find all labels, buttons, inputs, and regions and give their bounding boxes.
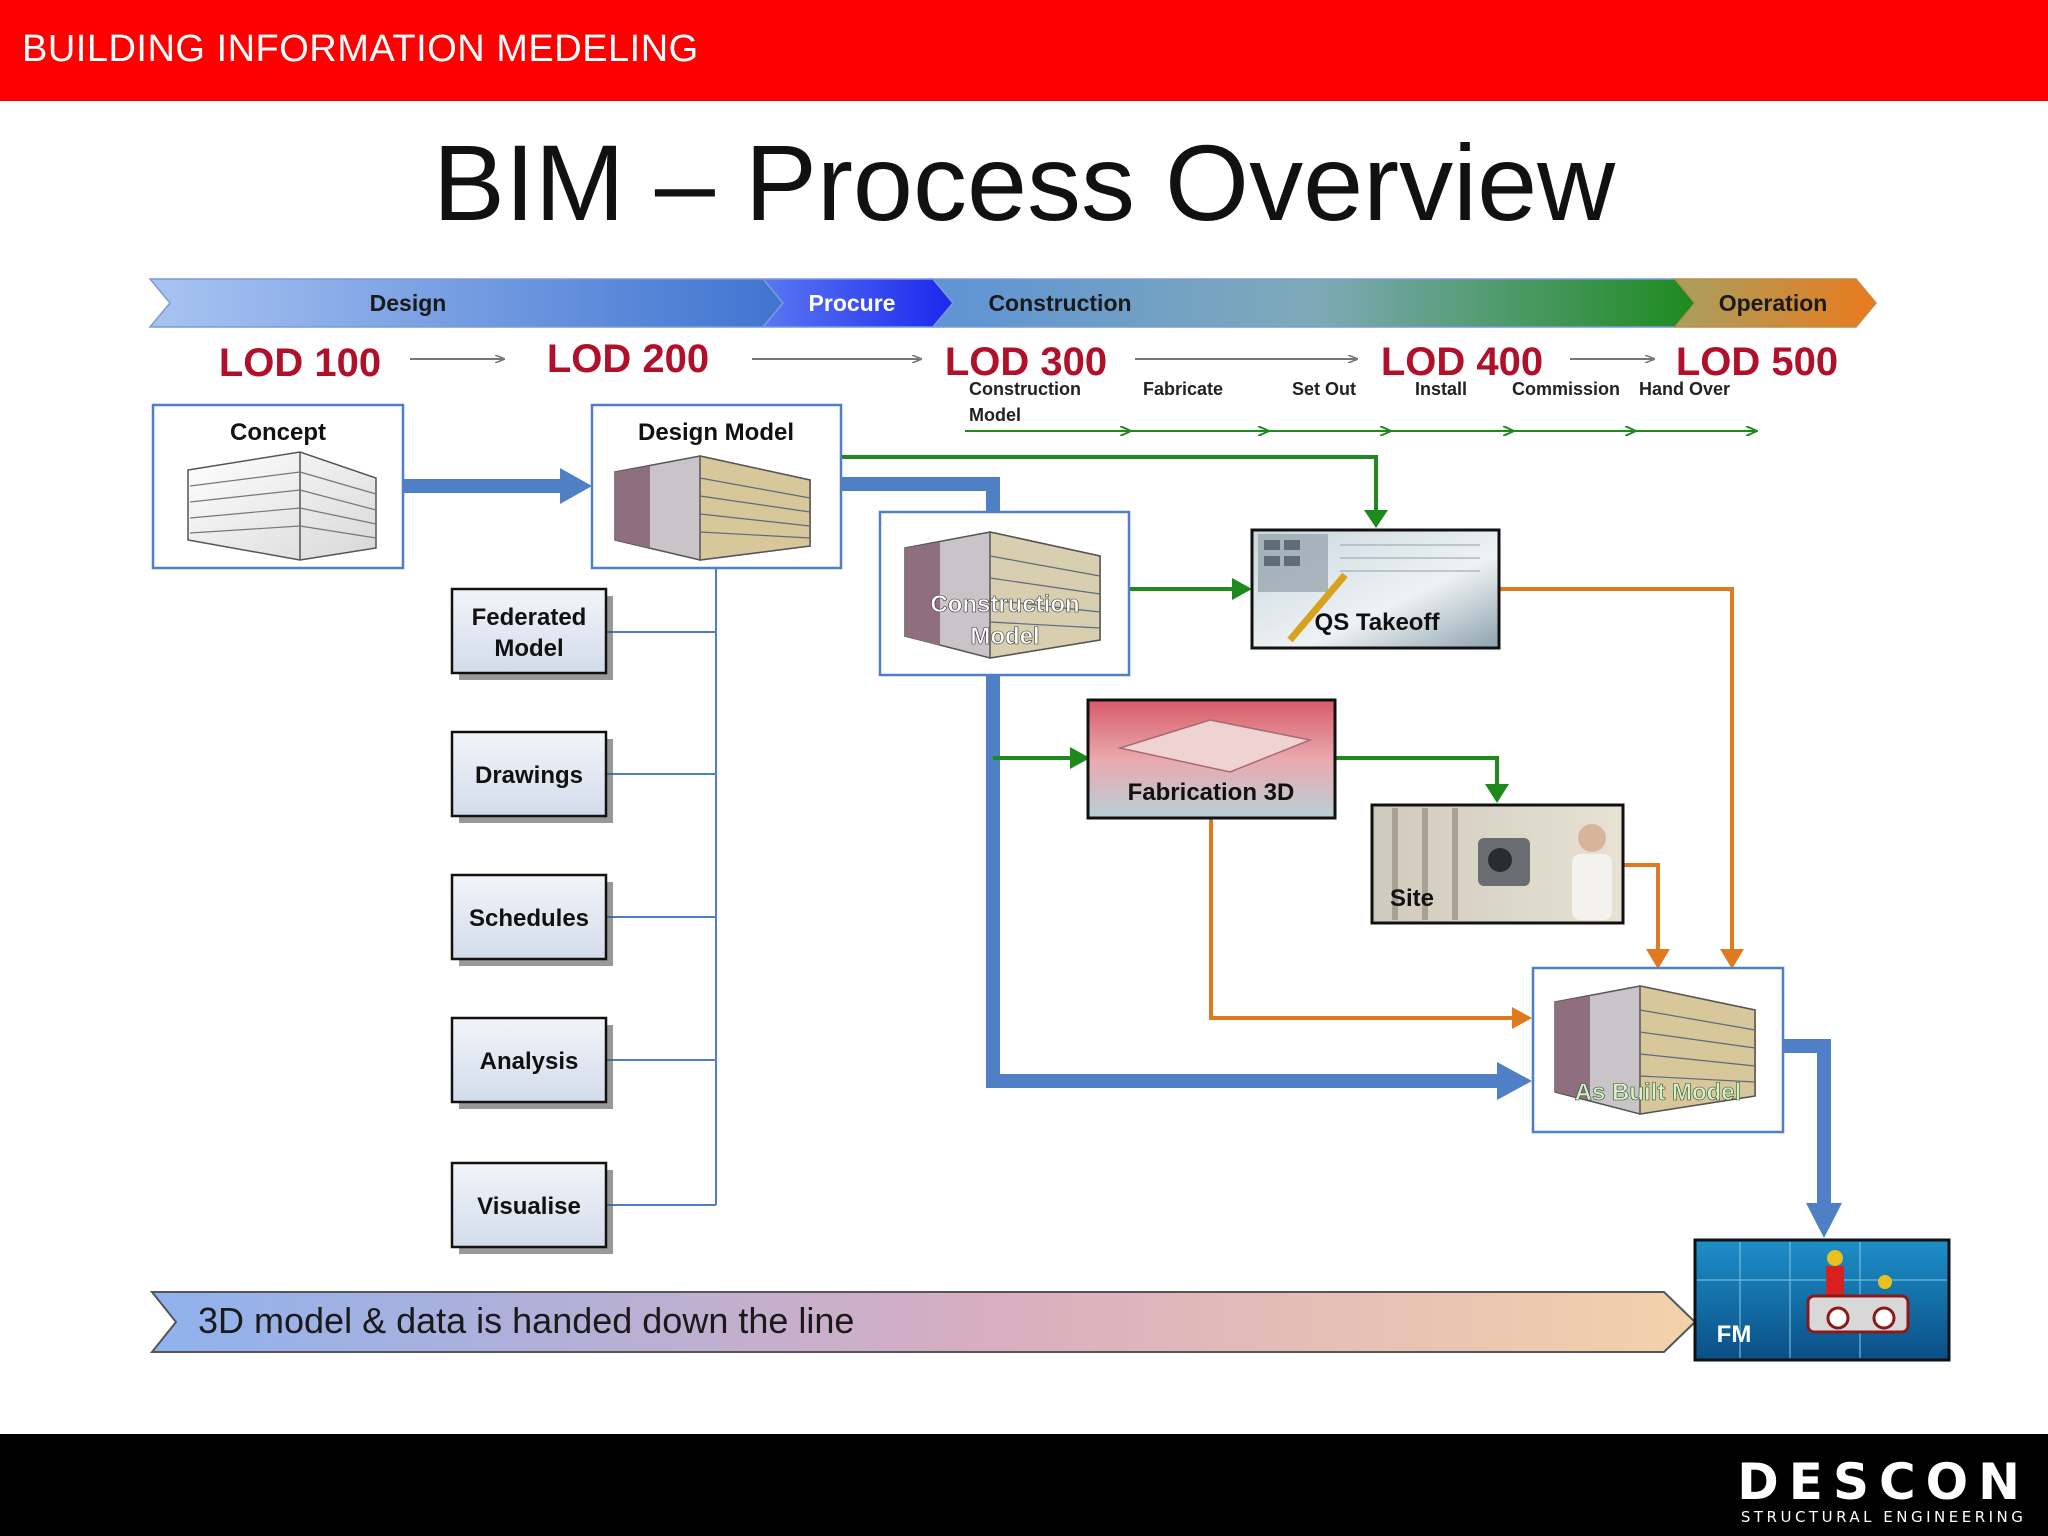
lod-500: LOD 500 — [1676, 340, 1838, 384]
pencil-icon — [1287, 572, 1348, 643]
stage-install: Install — [1415, 379, 1467, 399]
footer-bar — [0, 1434, 2048, 1536]
federated-model-box: Federated Model — [450, 587, 613, 680]
lod-300: LOD 300 — [945, 340, 1107, 384]
as-built-building-icon — [1554, 985, 1756, 1115]
phase-procure-label: Procure — [809, 290, 896, 316]
construction-model-node: Construction Model — [878, 510, 1131, 677]
concept-node: Concept — [151, 403, 405, 570]
logo-tagline: STRUCTURAL ENGINEERING — [1740, 1508, 2027, 1526]
fabrication-3d-node: Fabrication 3D — [1086, 698, 1337, 820]
lod-400: LOD 400 — [1381, 340, 1543, 384]
concept-label: Concept — [230, 419, 326, 446]
analysis-label: Analysis — [480, 1048, 579, 1075]
construction-model-label-line2: Model — [970, 623, 1039, 650]
header-title: BUILDING INFORMATION MEDELING — [22, 28, 699, 70]
lod-100: LOD 100 — [219, 341, 381, 385]
as-built-model-node: As Built Model — [1531, 966, 1785, 1134]
stage-set-out: Set Out — [1292, 379, 1356, 399]
visualise-label: Visualise — [477, 1193, 581, 1220]
as-built-model-label: As Built Model — [1575, 1079, 1742, 1106]
lod-200: LOD 200 — [547, 337, 709, 381]
stage-commission: Commission — [1512, 379, 1620, 399]
construction-model-label-line1: Construction — [930, 591, 1079, 618]
phase-design-label: Design — [370, 290, 447, 316]
concept-building-icon — [187, 451, 377, 561]
stage-row: Construction Model Fabricate Set Out Ins… — [965, 379, 1756, 431]
drawings-box: Drawings — [450, 730, 613, 823]
header-bar: BUILDING INFORMATION MEDELING — [0, 0, 2048, 101]
output-connectors — [605, 569, 717, 1206]
design-building-icon — [614, 455, 811, 561]
logo-name: DESCON — [1737, 1453, 2030, 1511]
fm-label: FM — [1717, 1321, 1752, 1348]
stage-fabricate: Fabricate — [1143, 379, 1223, 399]
phase-operation-label: Operation — [1719, 290, 1828, 316]
green-flow — [842, 455, 1509, 803]
phase-bar: Design Procure Construction Operation — [148, 278, 1877, 328]
steel-plate-icon — [1117, 719, 1313, 773]
stage-construction-model-line2: Model — [969, 405, 1021, 425]
output-boxes: Federated Model Drawings Schedules Analy… — [450, 587, 613, 1254]
fabrication-3d-label: Fabrication 3D — [1128, 779, 1295, 806]
lod-row: LOD 100 LOD 200 LOD 300 LOD 400 LOD 500 — [219, 337, 1838, 385]
construction-building-icon — [904, 531, 1101, 659]
design-model-node: Design Model — [590, 403, 843, 570]
site-label: Site — [1390, 885, 1434, 912]
phase-design-chevron — [148, 278, 784, 328]
descon-logo: DESCON STRUCTURAL ENGINEERING — [1737, 1456, 2030, 1526]
handover-banner: 3D model & data is handed down the line — [149, 1291, 1697, 1353]
federated-model-label-line1: Federated — [472, 604, 587, 631]
phase-operation-chevron — [1673, 278, 1877, 328]
orange-flow — [1209, 587, 1744, 1029]
site-node: Site — [1370, 803, 1625, 925]
design-model-label: Design Model — [638, 419, 794, 446]
qs-takeoff-node: QS Takeoff — [1250, 528, 1501, 650]
handover-banner-text: 3D model & data is handed down the line — [198, 1300, 854, 1341]
calculator-icon — [1258, 534, 1328, 592]
federated-model-label-line2: Model — [494, 635, 563, 662]
schedules-label: Schedules — [469, 905, 589, 932]
visualise-box: Visualise — [450, 1161, 613, 1254]
qs-takeoff-label: QS Takeoff — [1315, 609, 1441, 636]
maintenance-crew-icon — [1806, 1250, 1910, 1334]
fm-node: FM — [1693, 1238, 1951, 1362]
drawings-label: Drawings — [475, 762, 583, 789]
stage-hand-over: Hand Over — [1639, 379, 1730, 399]
blue-flow — [404, 468, 1842, 1238]
stage-construction-model-line1: Construction — [969, 379, 1081, 399]
surveyor-icon — [1572, 824, 1612, 920]
schedules-box: Schedules — [450, 873, 613, 966]
analysis-box: Analysis — [450, 1016, 613, 1109]
phase-construction-label: Construction — [988, 290, 1131, 316]
slide-title: BIM – Process Overview — [432, 122, 1616, 243]
